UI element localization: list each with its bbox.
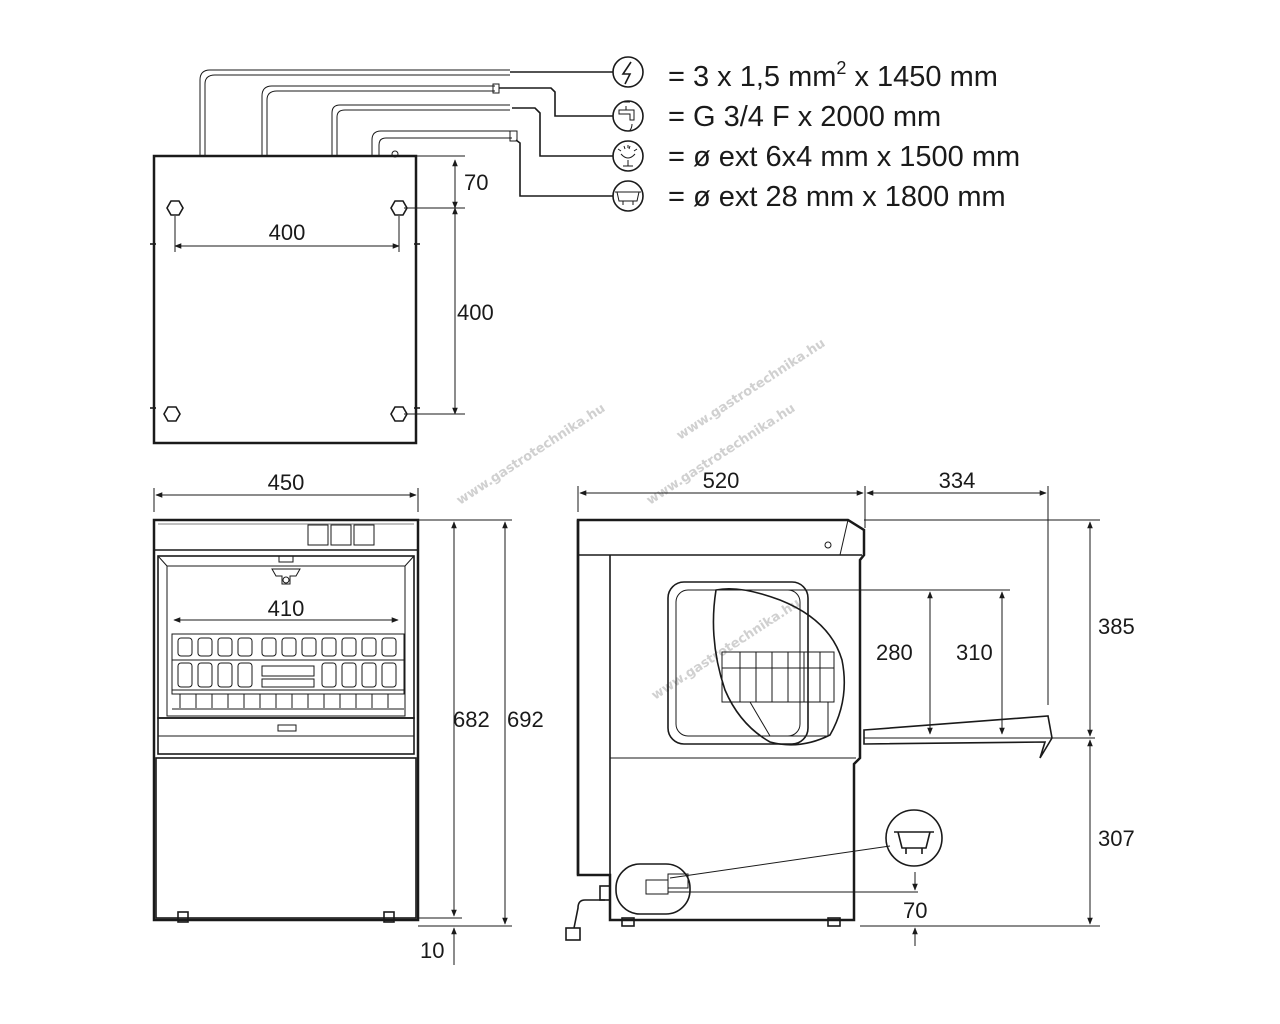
dim-280-inner: 280 xyxy=(876,640,913,665)
dim-410-rack: 410 xyxy=(268,596,305,621)
control-button xyxy=(330,524,352,546)
front-body xyxy=(152,518,420,922)
water-tap-icon xyxy=(612,100,644,132)
drain-icon xyxy=(885,809,943,867)
top-view: 400 70 400 xyxy=(150,69,613,445)
dim-307-height: 307 xyxy=(1098,826,1135,851)
drain-icon xyxy=(612,180,644,212)
cutaway-view xyxy=(712,587,846,746)
drain-outlet xyxy=(615,863,691,915)
lightning-icon xyxy=(612,56,644,88)
open-door xyxy=(863,715,1053,759)
dim-385-height: 385 xyxy=(1098,614,1135,639)
control-button xyxy=(307,524,329,546)
side-body xyxy=(576,518,866,922)
legend-leaders xyxy=(499,71,613,197)
dim-400-vertical: 400 xyxy=(457,300,494,325)
detergent-icon xyxy=(612,140,644,172)
dim-520-depth: 520 xyxy=(703,468,740,493)
side-rack xyxy=(716,589,1010,737)
top-view-body xyxy=(152,154,418,445)
side-view: 520 334 280 310 38 xyxy=(565,468,1135,946)
dim-10-foot: 10 xyxy=(420,938,444,963)
dim-682-height: 682 xyxy=(453,707,490,732)
dim-70-top: 70 xyxy=(464,170,488,195)
dim-70-drain: 70 xyxy=(903,898,927,923)
legend: = 3 x 1,5 mm2 x 1450 mm = G 3/4 F x 2000… xyxy=(612,56,1020,213)
legend-water: = G 3/4 F x 2000 mm xyxy=(668,101,941,133)
dim-310-inner: 310 xyxy=(956,640,993,665)
svg-text:www.gastrotechnika.hu: www.gastrotechnika.hu xyxy=(454,401,608,508)
front-view: 450 410 xyxy=(152,470,544,965)
dim-400-horizontal: 400 xyxy=(269,220,306,245)
control-button xyxy=(353,524,375,546)
legend-power: = 3 x 1,5 mm2 x 1450 mm xyxy=(668,58,998,93)
legend-detergent: = ø ext 6x4 mm x 1500 mm xyxy=(668,141,1020,173)
dim-692-height: 692 xyxy=(507,707,544,732)
connection-hoses xyxy=(199,69,518,158)
dish-rack xyxy=(171,633,405,710)
dim-334-door: 334 xyxy=(939,468,976,493)
dim-450-width: 450 xyxy=(268,470,305,495)
svg-text:www.gastrotechnika.hu: www.gastrotechnika.hu xyxy=(649,596,803,703)
legend-drain: = ø ext 28 mm x 1800 mm xyxy=(668,181,1006,213)
